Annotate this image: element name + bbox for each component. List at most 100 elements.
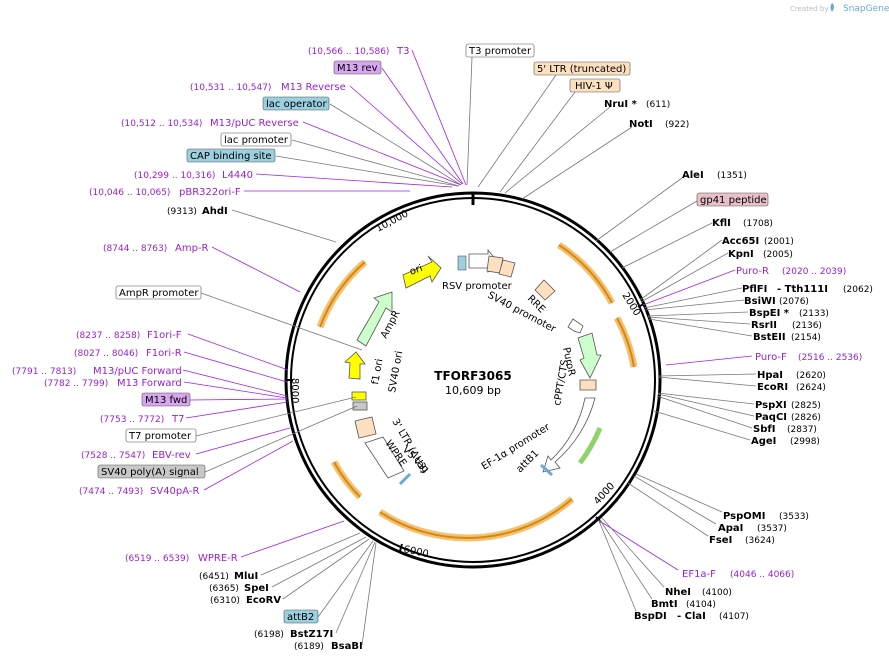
- sbfi-label: SbfI: [753, 424, 775, 435]
- acc65i-label: Acc65I: [722, 236, 759, 247]
- fsei-label: FseI: [709, 535, 732, 546]
- gp41-peptide-box: [696, 192, 769, 207]
- sbfi-coord: (2837): [787, 425, 817, 435]
- puro-r-label: Puro-R: [736, 266, 769, 277]
- f1-ori-feature: [344, 351, 366, 380]
- ecori-coord: (2624): [796, 383, 826, 393]
- m13-fwd-label: M13 fwd: [145, 395, 187, 406]
- f1ori-f-label: F1ori-F: [147, 330, 182, 341]
- tick-6000: 6000: [402, 544, 429, 560]
- t7-coord: (7753 .. 7772): [100, 415, 164, 425]
- rsrii-label: RsrII: [751, 320, 777, 331]
- cap-binding-site-label: CAP binding site: [190, 151, 272, 162]
- puro-r-coord: (2020 .. 2039): [782, 267, 846, 277]
- bsabi-coord: (6189): [294, 642, 324, 652]
- sv40-ori-label: SV40 ori: [387, 350, 405, 393]
- sv40-polya-box: [97, 464, 206, 479]
- sv40-polya-label: SV40 poly(A) signal: [101, 467, 199, 478]
- sv40pa-r-label: SV40pA-R: [150, 486, 199, 497]
- t7-promoter-box: [125, 428, 197, 443]
- lac-operator-label: lac operator: [266, 99, 327, 110]
- mlui-label: MluI: [234, 571, 258, 582]
- bsabi-label: BsaBI: [331, 641, 363, 652]
- ampr-promoter-label: AmpR promoter: [119, 288, 199, 299]
- green-arc: [577, 427, 603, 465]
- t3-promoter-box: [465, 43, 535, 58]
- hiv1-psi-box: [569, 78, 621, 93]
- kpni-label: KpnI: [728, 249, 754, 260]
- ecori-label: EcoRI: [757, 382, 788, 393]
- attb1-label: attB1: [514, 448, 541, 475]
- l4440-coord: (10,299 .. 10,316): [134, 171, 215, 181]
- bstz17i-coord: (6198): [254, 630, 284, 640]
- ebv-rev-coord: (7528 .. 7547): [81, 451, 145, 461]
- bspei-label: BspEI *: [749, 308, 790, 319]
- fsei-coord: (3624): [745, 536, 775, 546]
- ampr-feature: [356, 291, 393, 347]
- ef1a-promoter-feature: [542, 397, 596, 473]
- bsteii-label: BstEII: [753, 332, 786, 343]
- bstz17i-label: BstZ17I: [290, 629, 333, 640]
- apai-label: ApaI: [718, 523, 743, 534]
- bmti-label: BmtI: [651, 599, 678, 610]
- tth111i-label: - Tth111I: [777, 284, 828, 295]
- 3ltr-feature: [354, 416, 377, 439]
- rsrii-coord: (2136): [792, 321, 822, 331]
- psi-feature: [498, 259, 516, 278]
- puro-f-coord: (2516 .. 2536): [798, 353, 862, 363]
- lac-feature: [457, 255, 467, 271]
- kfli-coord: (1708): [743, 219, 773, 229]
- snapgene-logo-text: SnapGene: [843, 4, 889, 14]
- mlui-coord: (6451): [199, 572, 229, 582]
- attb1-feature: [539, 463, 554, 477]
- 5ltr-truncated-label: 5' LTR (truncated): [537, 64, 626, 75]
- tick-8000: 8000: [289, 378, 300, 403]
- m13-fwd-box: [141, 392, 191, 407]
- rsv-promoter-label: RSV promoter: [442, 281, 513, 292]
- amp-r-coord: (8744 .. 8763): [103, 244, 167, 254]
- nrui-coord: (611): [646, 100, 670, 110]
- t3-promoter-label: T3 promoter: [468, 46, 532, 57]
- t7-label: T7: [171, 414, 184, 425]
- bsiwi-coord: (2076): [779, 297, 809, 307]
- ahdi-coord: (9313): [167, 207, 197, 217]
- v5-tag-feature: [398, 472, 412, 486]
- bspdi-coord: (4107): [719, 612, 749, 622]
- ampr-promoter-box: [115, 285, 202, 300]
- spei-coord: (6365): [209, 584, 239, 594]
- lac-operator-box: [262, 96, 330, 111]
- nhei-label: NheI: [665, 587, 691, 598]
- spei-label: SpeI: [244, 583, 269, 594]
- ef1a-f-coord: (4046 .. 4066): [730, 570, 794, 580]
- pbr322ori-f-label: pBR322ori-F: [179, 187, 241, 198]
- lac-promoter-box: [220, 132, 292, 147]
- l4440-label: L4440: [222, 170, 253, 181]
- sv40-promoter-feature: [567, 318, 584, 334]
- t7-promoter-label: T7 promoter: [128, 431, 192, 442]
- plasmid-length: 10,609 bp: [445, 384, 501, 397]
- created-by-text: Created by: [790, 5, 829, 13]
- f1ori-r-label: F1ori-R: [146, 348, 182, 359]
- apai-coord: (3537): [757, 524, 787, 534]
- m13puc-reverse-label: M13/pUC Reverse: [210, 118, 299, 129]
- puror-feature: [577, 332, 602, 379]
- amp-r-label: Amp-R: [175, 243, 209, 254]
- ori-label: ori: [408, 263, 424, 278]
- hpai-coord: (2620): [796, 371, 826, 381]
- wpre-feature: [364, 436, 405, 479]
- agei-coord: (2998): [790, 437, 820, 447]
- bsteii-coord: (2154): [791, 333, 821, 343]
- snapgene-logo-icon: [830, 3, 834, 12]
- pspomi-label: PspOMI: [723, 511, 765, 522]
- kfli-label: KflI: [712, 218, 731, 229]
- hpai-label: HpaI: [757, 370, 783, 381]
- sv40pa-feature: [352, 401, 368, 411]
- f1ori-r-coord: (8027 .. 8046): [74, 349, 138, 359]
- nrui-label: NruI *: [604, 99, 638, 110]
- alei-coord: (1351): [717, 171, 747, 181]
- f1-ori-label: f1 ori: [370, 358, 385, 386]
- paqci-label: PaqCI: [755, 412, 787, 423]
- attb2-label: attB2: [287, 612, 314, 623]
